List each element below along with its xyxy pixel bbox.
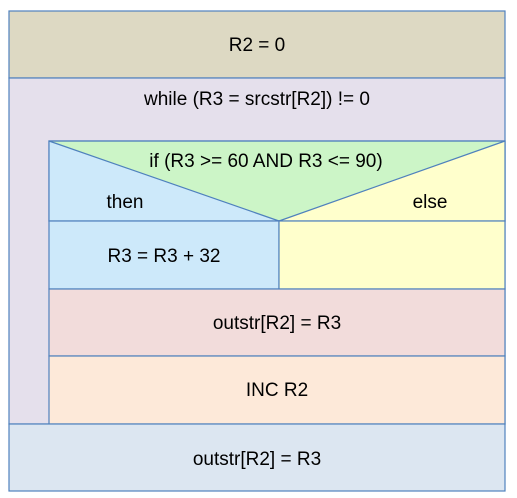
then-label: then (107, 192, 144, 213)
loop-body-step-1 (48, 288, 506, 357)
loop-body-step-2 (48, 355, 506, 425)
then-branch-text: R3 = R3 + 32 (107, 246, 220, 267)
loop-body-step-1-text: outstr[R2] = R3 (213, 313, 341, 334)
loop-body-step-2-text: INC R2 (246, 380, 308, 401)
else-label: else (413, 192, 448, 213)
if-condition-text: if (R3 >= 60 AND R3 <= 90) (149, 151, 382, 172)
while-condition-text: while (R3 = srcstr[R2]) != 0 (143, 89, 370, 110)
if-diagonal-left (48, 140, 280, 222)
final-block (8, 423, 506, 492)
final-block-text: outstr[R2] = R3 (193, 449, 321, 470)
init-block (8, 10, 506, 79)
then-branch-block (48, 220, 280, 290)
if-diagonal-right (278, 140, 506, 222)
else-branch-block (278, 220, 506, 290)
init-text: R2 = 0 (229, 35, 286, 56)
